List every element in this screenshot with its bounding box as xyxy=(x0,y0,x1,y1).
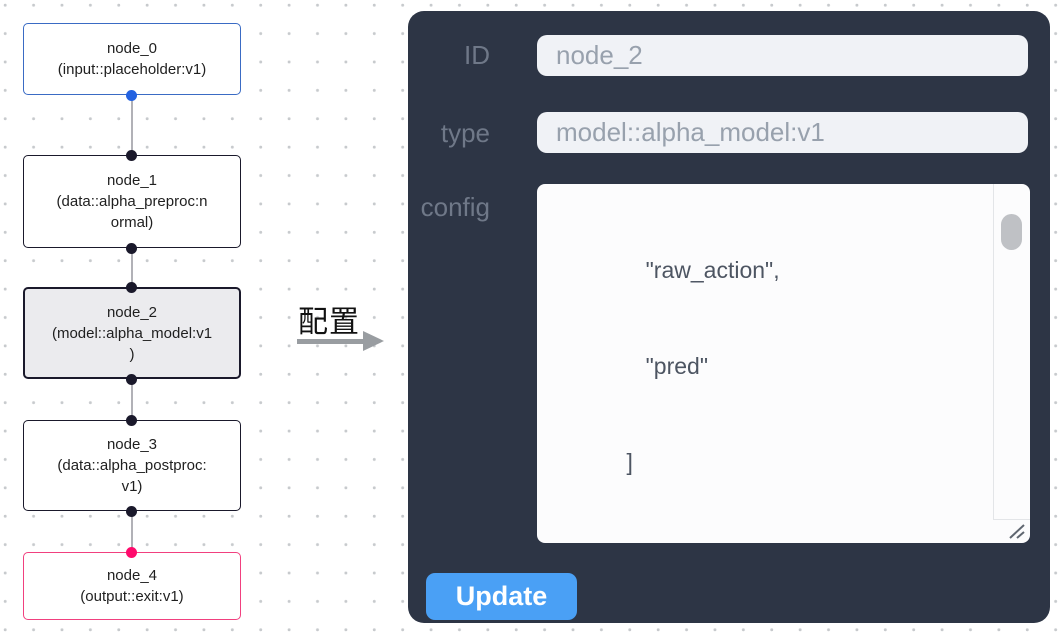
flow-node-node_0[interactable]: node_0 (input::placeholder:v1) xyxy=(23,23,241,95)
handle-node_1-source[interactable] xyxy=(126,243,137,254)
node-title: node_3 xyxy=(106,436,158,453)
node-subtitle: (data::alpha_postproc: xyxy=(57,457,207,474)
edge-node_1-node_2 xyxy=(131,248,133,287)
node-subtitle: (input::placeholder:v1) xyxy=(57,61,207,78)
handle-node_0-source[interactable] xyxy=(126,90,137,101)
node-config-panel: ID type config "raw_action", "pred" ] },… xyxy=(408,11,1050,623)
node-subtitle: ormal) xyxy=(110,214,154,231)
transfer-arrow xyxy=(297,339,365,344)
config-field-label: config xyxy=(420,192,490,222)
config-line: "pred" xyxy=(537,353,708,379)
node-title: node_2 xyxy=(106,303,158,321)
edge-node_2-node_3 xyxy=(131,379,133,420)
node-subtitle: (data::alpha_preproc:n xyxy=(56,193,208,210)
config-line: }, xyxy=(537,542,990,543)
edge-node_0-node_1 xyxy=(131,95,133,155)
scrollbar-corner-border xyxy=(993,519,1030,520)
node-subtitle: ) xyxy=(129,345,135,363)
handle-node_3-source[interactable] xyxy=(126,506,137,517)
flow-node-node_3[interactable]: node_3 (data::alpha_postproc: v1) xyxy=(23,420,241,511)
node-title: node_1 xyxy=(106,172,158,189)
scrollbar-track-border xyxy=(993,184,994,519)
update-button[interactable]: Update xyxy=(426,573,577,620)
config-line: "raw_action", xyxy=(537,257,780,283)
handle-node_3-target[interactable] xyxy=(126,415,137,426)
config-editor[interactable]: "raw_action", "pred" ] }, "trace": { "sc… xyxy=(537,184,1030,543)
node-subtitle: (output::exit:v1) xyxy=(80,588,184,605)
edge-node_3-node_4 xyxy=(131,511,133,552)
config-transfer-label: 配置 xyxy=(298,306,360,339)
handle-node_2-source[interactable] xyxy=(126,374,137,385)
resize-grip-icon[interactable] xyxy=(1008,523,1026,539)
config-json-text: "raw_action", "pred" ] }, "trace": { "sc… xyxy=(537,190,990,543)
transfer-arrow-head xyxy=(363,331,384,351)
id-input[interactable] xyxy=(537,35,1028,76)
flow-node-node_1[interactable]: node_1 (data::alpha_preproc:n ormal) xyxy=(23,155,241,248)
type-input[interactable] xyxy=(537,112,1028,153)
flow-node-node_2-selected[interactable]: node_2 (model::alpha_model:v1 ) xyxy=(23,287,241,379)
type-field-label: type xyxy=(440,118,490,148)
handle-node_4-target[interactable] xyxy=(126,547,137,558)
node-title: node_4 xyxy=(106,567,158,584)
scrollbar-thumb[interactable] xyxy=(1001,214,1022,250)
node-subtitle: v1) xyxy=(121,478,143,495)
handle-node_1-target[interactable] xyxy=(126,150,137,161)
node-title: node_0 xyxy=(106,40,158,57)
config-line: ] xyxy=(537,449,633,475)
handle-node_2-target[interactable] xyxy=(126,282,137,293)
flow-node-node_4[interactable]: node_4 (output::exit:v1) xyxy=(23,552,241,620)
id-field-label: ID xyxy=(464,40,490,70)
node-subtitle: (model::alpha_model:v1 xyxy=(51,324,213,342)
